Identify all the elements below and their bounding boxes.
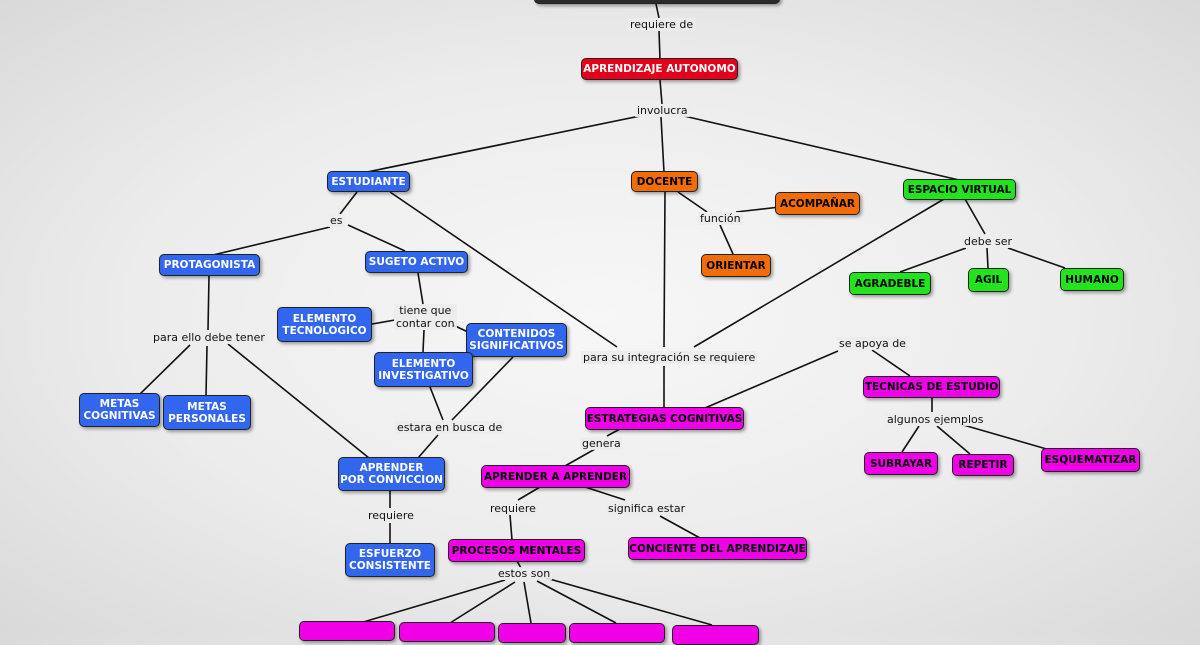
tecnicas-de-estudio-node[interactable]: TECNICAS DE ESTUDIO [863,376,1000,398]
connector [509,514,513,541]
connector [347,224,406,252]
connector [536,580,617,624]
link-label-para-ello: para ello debe tener [151,331,267,344]
connector [663,191,666,348]
humano-node[interactable]: HUMANO [1060,268,1124,291]
link-label-involucra: involucra [635,104,690,117]
connector [545,577,713,626]
conciente-del-aprendizaje-node[interactable]: CONCIENTE DEL APRENDIZAJE [628,537,807,560]
aprender-a-aprender-node[interactable]: APRENDER A APRENDER [481,465,630,488]
connector [677,191,708,213]
link-label-tiene-que: tiene que contar con [394,304,457,330]
connector [1007,247,1066,269]
link-label-estara: estara en busca de [395,421,505,434]
link-label-estos-son: estos son [496,567,553,580]
top-node[interactable] [534,0,780,4]
connector [429,386,444,421]
connector [659,79,663,105]
connector [658,30,661,60]
connector [205,345,208,397]
link-label-significa-estar: significa estar [606,502,688,515]
connector [212,226,331,256]
bottom-node-1[interactable] [299,621,395,641]
link-label-requiere-de: requiere de [628,18,696,31]
connector [371,319,396,325]
link-label-genera: genera [580,437,623,450]
elemento-investigativo-node[interactable]: ELEMENTO INVESTIGATIVO [374,352,473,387]
link-label-algunos-ejemplos: algunos ejemplos [885,413,986,426]
link-label-es: es [328,214,345,227]
connector [139,344,191,395]
connector [417,272,424,305]
protagonista-node[interactable]: PROTAGONISTA [159,254,260,276]
connector [683,115,960,181]
link-label-para-su-integracion: para su integración se requiere [581,351,758,364]
procesos-mentales-node[interactable]: PROCESOS MENTALES [448,539,585,562]
contenidos-significativos-node[interactable]: CONTENIDOS SIGNIFICATIVOS [466,323,567,357]
connector [693,198,945,348]
docente-node[interactable]: DOCENTE [631,171,698,192]
connector [659,515,701,539]
elemento-tecnologico-node[interactable]: ELEMENTO TECNOLOGICO [277,307,372,342]
connector [366,115,641,173]
link-label-debe-ser: debe ser [962,235,1015,248]
connector [451,356,514,421]
connector [564,448,596,467]
agradeble-node[interactable]: AGRADEBLE [849,272,931,295]
metas-cognitivas-node[interactable]: METAS COGNITIVAS [79,393,160,427]
connector [449,581,516,624]
connector [339,191,358,215]
connector [735,206,781,213]
connector [523,581,532,624]
connector [719,224,734,255]
connector [359,579,506,624]
bottom-node-4[interactable] [569,623,665,643]
connector [389,191,618,348]
espacio-virtual-node[interactable]: ESPACIO VIRTUAL [903,179,1016,200]
estrategias-cognitivas-node[interactable]: ESTRATEGIAS COGNITIVAS [585,407,744,430]
connector [936,425,971,455]
connector [901,425,920,453]
connector [704,350,839,409]
bottom-node-2[interactable] [399,622,495,642]
connector [207,275,210,331]
connector [227,343,370,459]
connector [655,3,660,19]
connector [584,486,626,501]
aprender-por-conviccion-node[interactable]: APRENDER POR CONVICCION [338,457,445,491]
connector [422,329,425,353]
link-label-se-apoya: se apoya de [837,337,908,350]
orientar-node[interactable]: ORIENTAR [701,254,771,277]
connector-lines [139,3,1066,626]
connector [417,434,439,459]
metas-personales-node[interactable]: METAS PERSONALES [163,395,251,430]
connector [871,349,911,377]
repetir-node[interactable]: REPETIR [952,454,1014,476]
link-label-funcion: función [698,212,743,225]
bottom-node-3[interactable] [498,623,566,643]
connector [986,247,989,269]
esquematizar-node[interactable]: ESQUEMATIZAR [1041,448,1140,472]
connector [660,116,665,173]
agil-node[interactable]: AGIL [968,268,1009,292]
estudiante-node[interactable]: ESTUDIANTE [327,171,410,192]
connector [516,560,522,569]
aprendizaje-autonomo-node[interactable]: APRENDIZAJE AUTONOMO [581,58,738,80]
subrayar-node[interactable]: SUBRAYAR [864,452,938,475]
link-label-requiere-procesos: requiere [488,502,538,515]
link-label-requiere-esfuerzo: requiere [366,509,416,522]
acompanar-node[interactable]: ACOMPAÑAR [775,192,860,215]
bottom-node-5[interactable] [672,625,759,645]
connector [517,486,541,501]
concept-map: APRENDIZAJE AUTONOMO ESTUDIANTE DOCENTE … [79,0,1140,645]
connector [964,198,986,235]
esfuerzo-consistente-node[interactable]: ESFUERZO CONSISTENTE [345,543,435,577]
connector [606,428,621,437]
connector [899,247,967,273]
sugeto-activo-node[interactable]: SUGETO ACTIVO [365,251,468,273]
connector [959,423,1051,451]
